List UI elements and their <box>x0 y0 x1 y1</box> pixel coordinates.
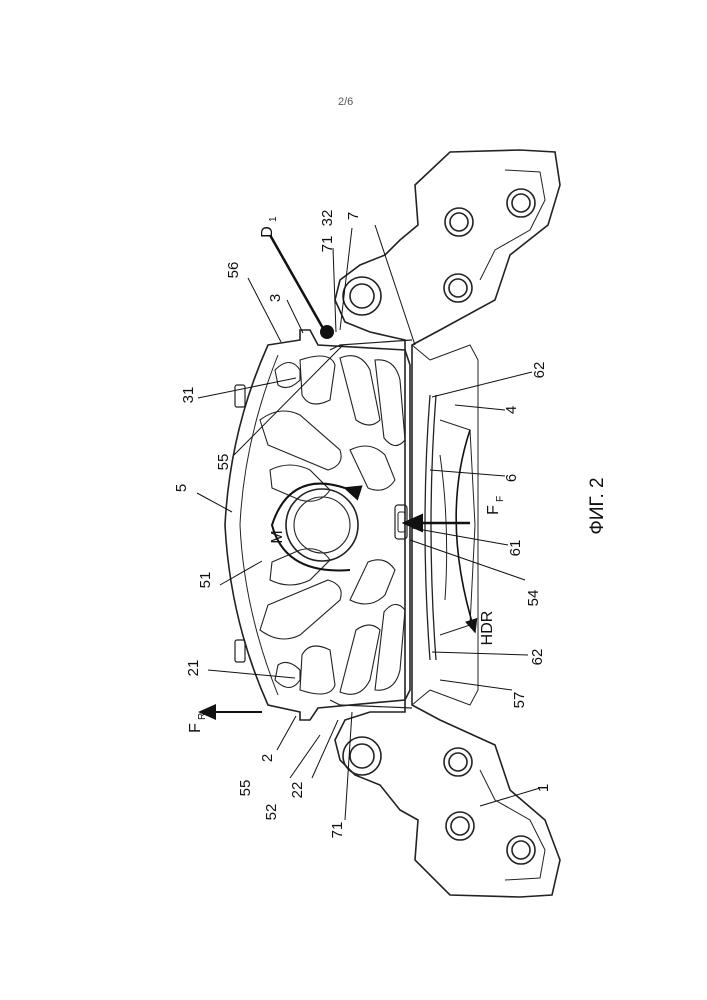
label-1: 1 <box>535 784 552 792</box>
spring-plate <box>425 395 447 660</box>
label-32: 32 <box>319 210 336 227</box>
label-57: 57 <box>511 692 528 709</box>
label-55-top: 55 <box>215 454 232 471</box>
label-61: 61 <box>507 540 524 557</box>
label-hdr: HDR <box>479 611 496 646</box>
label-52: 52 <box>263 804 280 821</box>
label-71-top: 71 <box>319 236 336 253</box>
bolt-holes <box>343 189 535 864</box>
label-fr-sub: R <box>197 713 208 720</box>
label-62-top: 62 <box>531 362 548 379</box>
label-d1: D <box>259 226 276 238</box>
label-56: 56 <box>225 262 242 279</box>
brake-pad <box>225 330 410 720</box>
label-62-bottom: 62 <box>529 649 546 666</box>
label-moment: M <box>269 530 286 543</box>
figure-caption: ФИГ. 2 <box>587 477 608 534</box>
label-5: 5 <box>173 484 190 492</box>
label-4: 4 <box>503 406 520 414</box>
label-ff: F <box>485 505 502 515</box>
label-3: 3 <box>267 294 284 302</box>
label-6: 6 <box>503 474 520 482</box>
label-d1-sub: 1 <box>268 216 279 222</box>
label-7: 7 <box>345 212 362 220</box>
hdr-arrow <box>456 430 475 632</box>
label-fr: F <box>187 723 204 733</box>
label-71-bottom: 71 <box>329 822 346 839</box>
label-2: 2 <box>259 754 276 762</box>
label-22: 22 <box>289 782 306 799</box>
label-51: 51 <box>197 572 214 589</box>
central-boss <box>286 489 358 561</box>
label-54: 54 <box>525 590 542 607</box>
label-ff-sub: F <box>495 496 506 502</box>
label-55-bottom: 55 <box>237 780 254 797</box>
label-31: 31 <box>180 387 197 404</box>
label-21: 21 <box>185 660 202 677</box>
